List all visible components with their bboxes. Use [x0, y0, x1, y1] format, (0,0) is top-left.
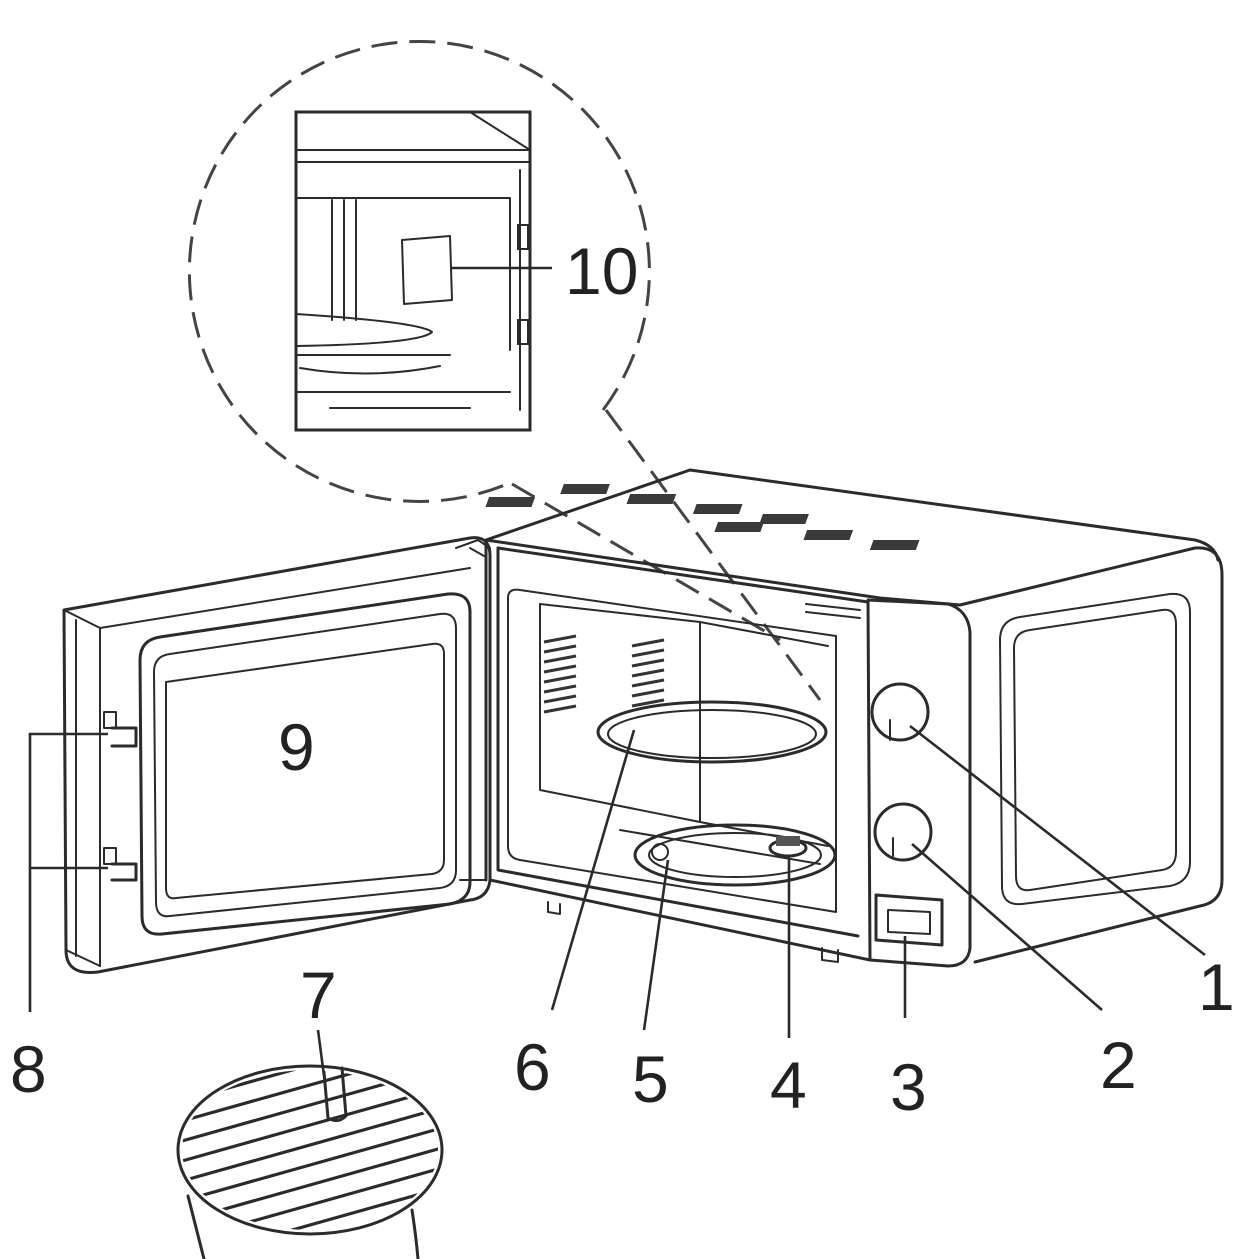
- label-8: 8: [10, 1032, 47, 1106]
- lower-knob: [873, 802, 933, 862]
- door-latch-upper: [103, 711, 138, 748]
- magnifier-callout: [187, 39, 822, 701]
- door-latch-lower: [103, 847, 138, 882]
- top-vents: [485, 484, 920, 550]
- magnifier-circle: [187, 39, 651, 503]
- leader-5: [642, 859, 670, 1031]
- glass-tray: [596, 700, 828, 764]
- waveguide-cover-plate: [401, 235, 453, 305]
- label-5: 5: [632, 1042, 669, 1116]
- cavity-frame: [507, 588, 837, 913]
- side-window-outer: [999, 592, 1191, 906]
- magnifier-guide-left: [511, 482, 781, 642]
- label-7: 7: [300, 958, 337, 1032]
- label-1: 1: [1198, 950, 1235, 1024]
- label-2: 2: [1100, 1028, 1137, 1102]
- grill-rack: [176, 1064, 444, 1259]
- part-numbers: 10 9 8 7 6 5 4 3 2 1: [10, 234, 1235, 1124]
- label-4: 4: [770, 1048, 807, 1122]
- door-window-frame: [138, 592, 472, 936]
- label-9: 9: [278, 710, 315, 784]
- leader-8: [28, 732, 108, 870]
- label-10: 10: [565, 234, 638, 308]
- label-3: 3: [890, 1050, 927, 1124]
- control-panel: [866, 598, 972, 968]
- cavity-vents: [543, 634, 665, 714]
- leader-6: [550, 729, 636, 1011]
- display-window: [874, 893, 944, 947]
- turntable-coupler: [768, 836, 808, 858]
- leader-1: [909, 724, 1206, 957]
- magnifier-guide-right: [604, 409, 822, 701]
- leader-7: [316, 1029, 326, 1077]
- label-6: 6: [514, 1030, 551, 1104]
- leader-lines: [28, 266, 1206, 1077]
- roller-ring: [633, 823, 837, 887]
- inset-detail: [294, 110, 532, 432]
- upper-knob: [870, 682, 930, 742]
- leader-2: [911, 843, 1103, 1011]
- oven-door: [62, 536, 492, 975]
- microwave-body: [484, 468, 1224, 968]
